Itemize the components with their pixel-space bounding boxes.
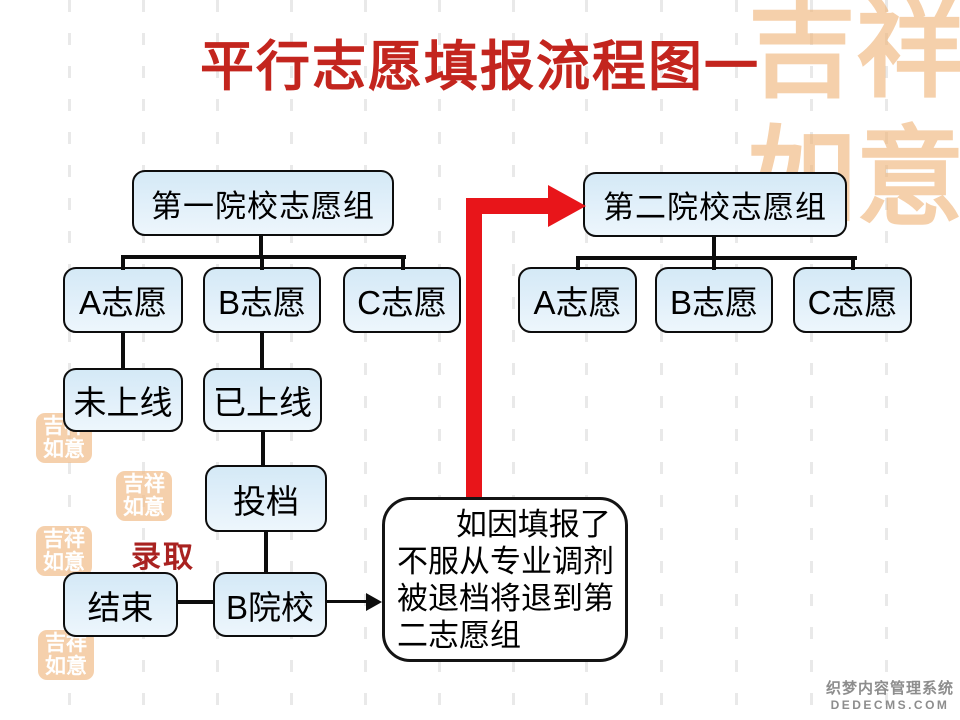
node-end: 结束 [63, 572, 178, 637]
background-dashed-line [438, 0, 441, 720]
admission-label: 录取 [131, 541, 195, 574]
connector-line [121, 331, 125, 370]
node-college-b: B院校 [213, 572, 327, 637]
background-dashed-line [512, 0, 515, 720]
node-reached-line: 已上线 [203, 368, 322, 432]
connector-line [712, 258, 716, 270]
background-dashed-line [885, 0, 888, 720]
mini-seal-stamp: 吉祥如意 [36, 526, 92, 576]
background-dashed-line [216, 0, 219, 720]
red-arrow-head-icon [548, 185, 586, 227]
watermark-domain: DEDECMS.COM [830, 698, 950, 712]
node-second-college-group: 第二院校志愿组 [583, 172, 847, 237]
mini-seal-stamp: 吉祥如意 [38, 630, 94, 680]
node-right-choice-a: A志愿 [518, 267, 637, 333]
big-seal-stamp: 吉祥如意 [747, 0, 960, 238]
background-dashed-line [364, 0, 367, 720]
watermark-cms-name: 织梦内容管理系统 [825, 680, 954, 697]
connector-line [264, 530, 268, 574]
connector-line [260, 257, 264, 270]
background-dashed-line [290, 0, 293, 720]
node-left-choice-a: A志愿 [63, 267, 183, 333]
background-dashed-line [810, 0, 813, 720]
red-arrow-horizontal-bar [466, 198, 550, 214]
arrow-collegeb-to-note-shaft [326, 600, 368, 603]
node-first-college-group: 第一院校志愿组 [132, 170, 394, 236]
connector-line [176, 600, 215, 604]
background-dashed-line [585, 0, 588, 720]
connector-line [576, 258, 580, 270]
background-dashed-line [660, 0, 663, 720]
node-left-choice-c: C志愿 [343, 267, 461, 333]
connector-line [712, 235, 716, 258]
arrow-collegeb-to-note-head-icon [366, 593, 382, 611]
node-right-choice-c: C志愿 [793, 267, 912, 333]
connector-line [259, 234, 263, 257]
connector-line [851, 258, 855, 270]
connector-line [576, 256, 857, 260]
mini-seal-stamp: 吉祥如意 [116, 471, 172, 521]
red-arrow-vertical-bar [466, 198, 482, 498]
node-left-choice-b: B志愿 [203, 267, 321, 333]
background-dashed-line [142, 0, 145, 720]
node-not-reached-line: 未上线 [63, 368, 183, 432]
node-right-choice-b: B志愿 [655, 267, 773, 333]
background-dashed-line [68, 0, 71, 720]
connector-line [121, 257, 125, 270]
watermark: 织梦内容管理系统 DEDECMS.COM [826, 677, 954, 712]
note-text: 如因填报了 不服从专业调剂 被退档将退到第 二志愿组 [397, 507, 614, 653]
node-file-submission: 投档 [205, 465, 327, 532]
connector-line [261, 430, 265, 467]
connector-line [401, 257, 405, 270]
page-title: 平行志愿填报流程图一 [200, 37, 760, 97]
note-bubble: 如因填报了 不服从专业调剂 被退档将退到第 二志愿组 [382, 497, 628, 662]
connector-line [260, 331, 264, 370]
background-dashed-line [735, 0, 738, 720]
